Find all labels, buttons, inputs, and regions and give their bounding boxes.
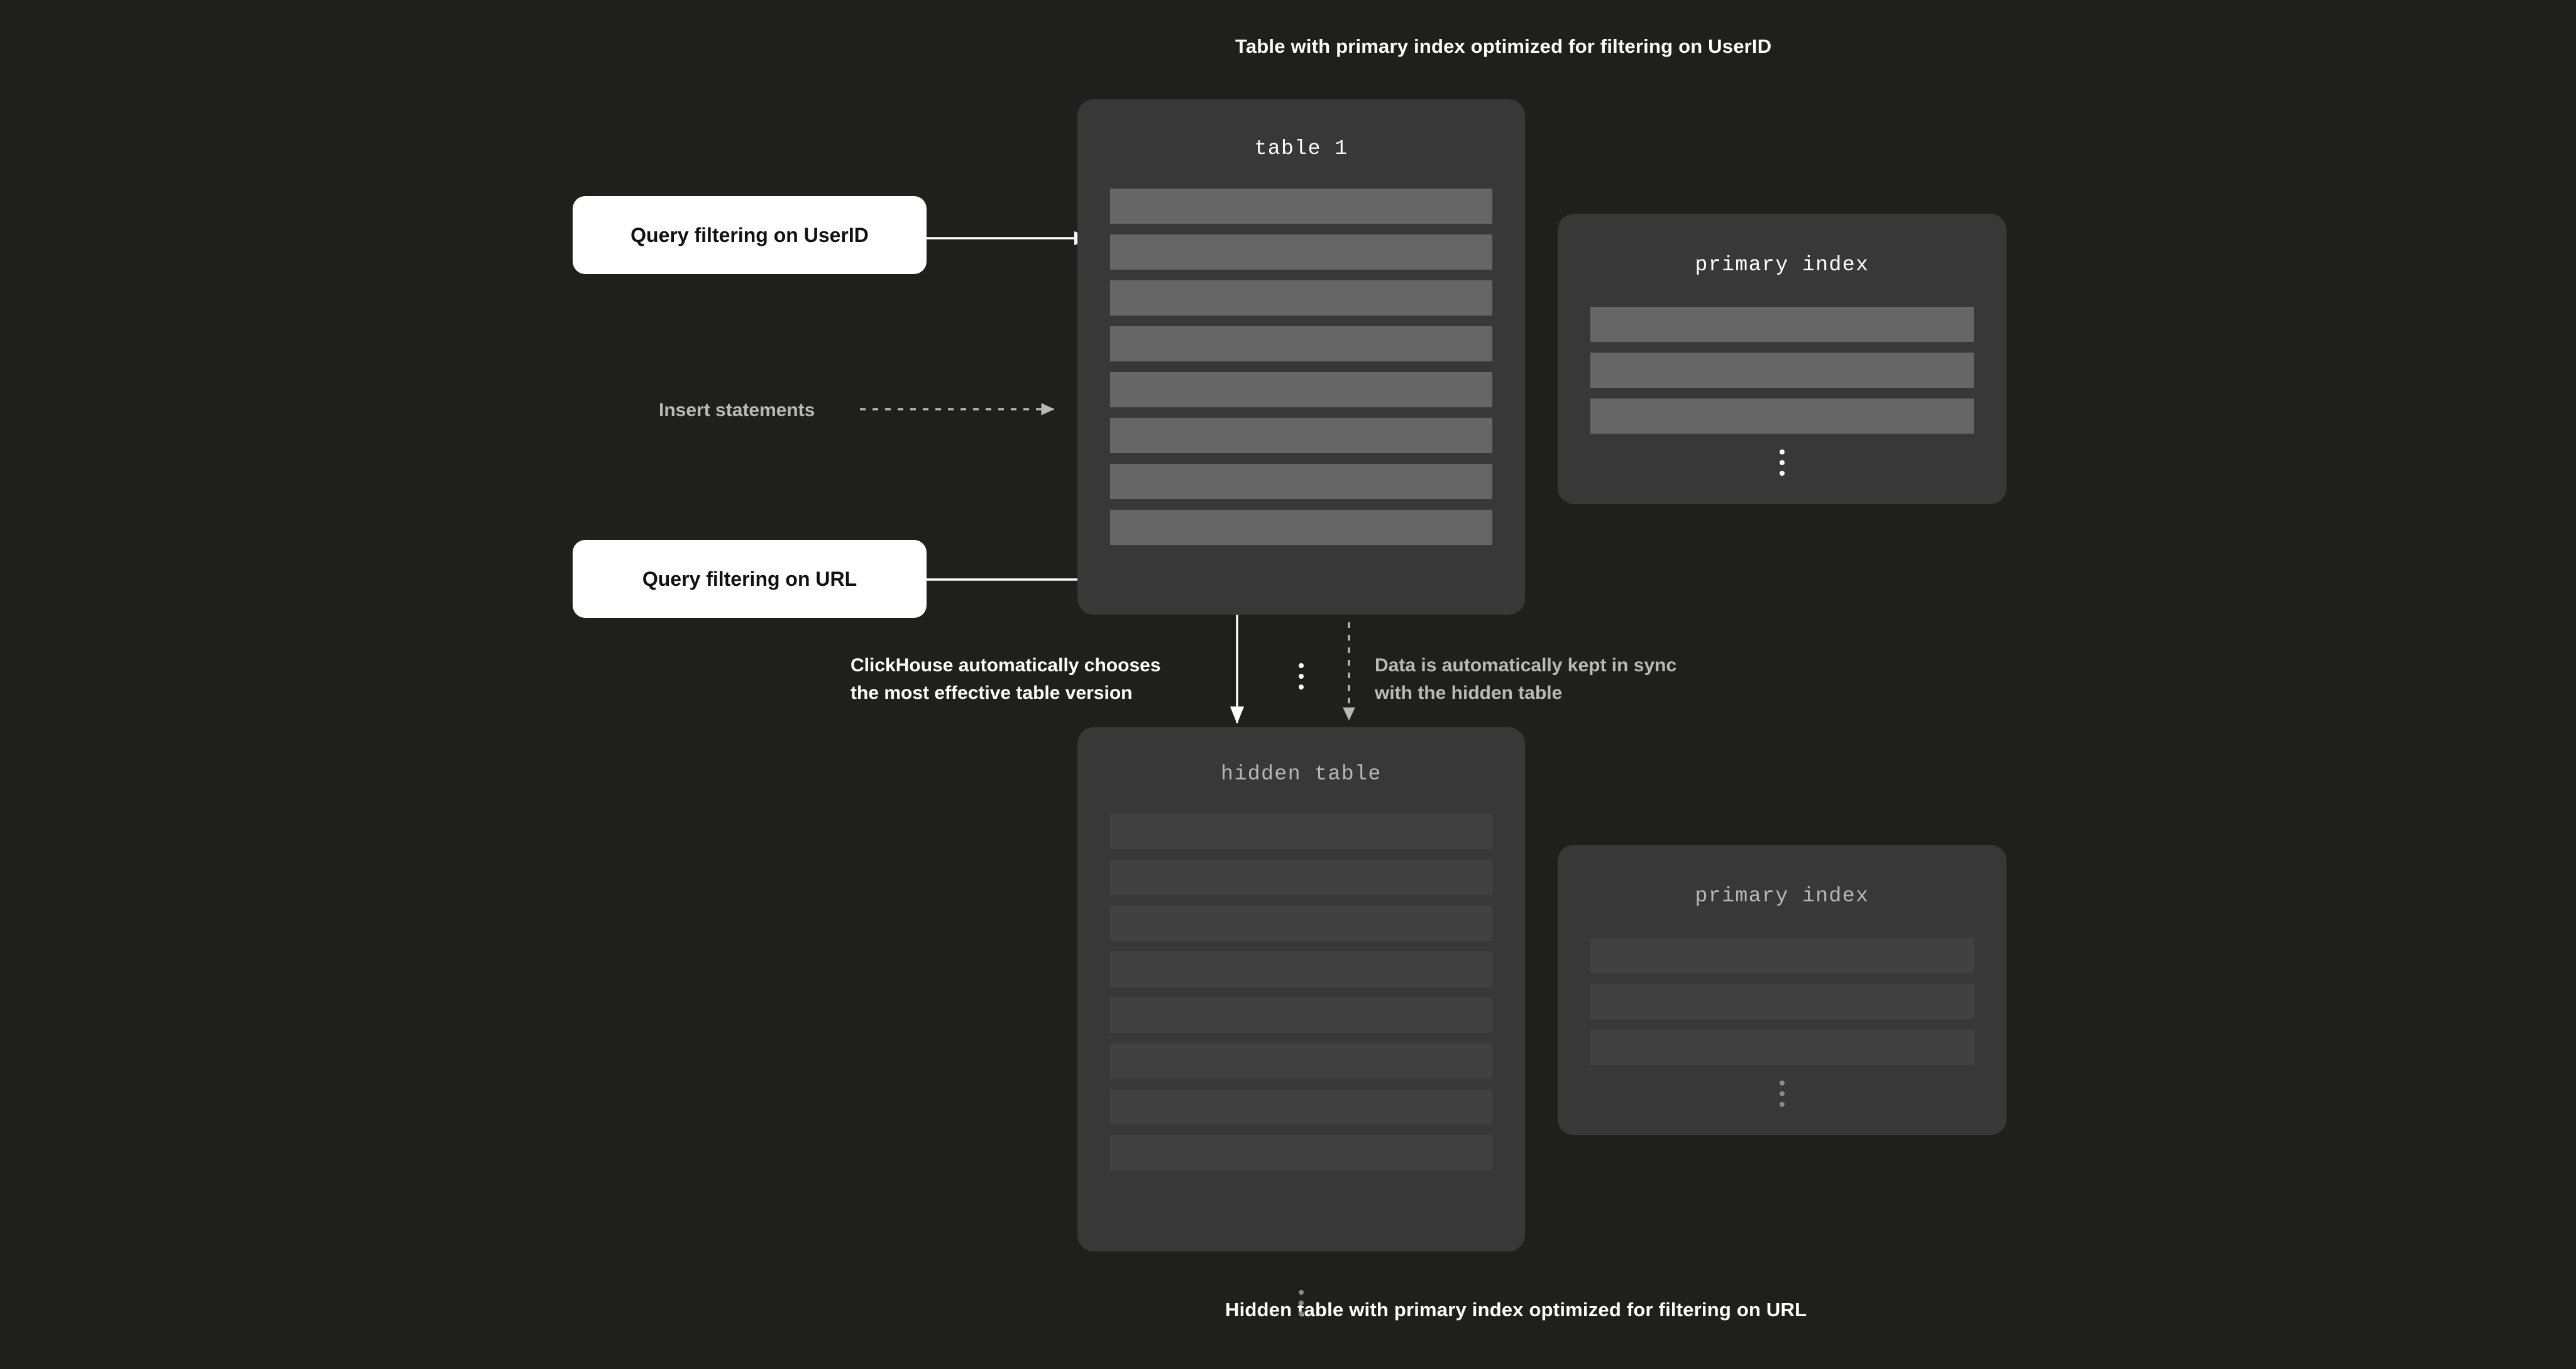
table-row xyxy=(1110,906,1492,941)
table-row xyxy=(1110,234,1492,270)
table-row xyxy=(1110,814,1492,849)
table-row xyxy=(1110,860,1492,895)
bottom-caption: Hidden table with primary index optimize… xyxy=(1225,1299,1807,1321)
vertical-ellipsis-icon xyxy=(1077,1290,1525,1316)
index-row xyxy=(1590,307,1974,342)
table-row xyxy=(1110,418,1492,453)
table-row xyxy=(1110,1135,1492,1170)
label-clickhouse-chooses: ClickHouse automatically chooses the mos… xyxy=(850,652,1161,706)
label-clickhouse-chooses-line2: the most effective table version xyxy=(850,682,1133,703)
index-card-primary[interactable]: primary index xyxy=(1558,214,2006,504)
table-card-primary[interactable]: table 1 xyxy=(1077,99,1525,690)
index-title-hidden: primary index xyxy=(1695,884,1869,908)
index-row xyxy=(1590,938,1974,973)
table-row xyxy=(1110,280,1492,316)
table-title-primary: table 1 xyxy=(1254,137,1348,160)
table-rows-primary xyxy=(1110,189,1492,556)
index-rows-hidden xyxy=(1590,938,1974,1075)
vertical-ellipsis-icon xyxy=(1077,663,1525,690)
vertical-ellipsis-icon xyxy=(1558,1080,2006,1107)
index-title-primary: primary index xyxy=(1695,253,1869,277)
index-rows-primary xyxy=(1590,307,1974,444)
table-row xyxy=(1110,372,1492,407)
label-data-sync: Data is automatically kept in sync with … xyxy=(1375,652,1676,706)
table-row xyxy=(1110,1089,1492,1124)
table-rows-hidden xyxy=(1110,814,1492,1181)
table-row xyxy=(1110,998,1492,1033)
table-row xyxy=(1110,189,1492,224)
vertical-ellipsis-icon xyxy=(1558,449,2006,476)
table-row xyxy=(1110,1043,1492,1079)
top-caption: Table with primary index optimized for f… xyxy=(1235,35,1772,57)
table-card-hidden[interactable]: hidden table xyxy=(1077,727,1525,1316)
label-clickhouse-chooses-line1: ClickHouse automatically chooses xyxy=(850,655,1161,676)
label-data-sync-line2: with the hidden table xyxy=(1375,682,1563,703)
index-row xyxy=(1590,984,1974,1019)
index-row xyxy=(1590,353,1974,388)
index-row xyxy=(1590,399,1974,434)
index-row xyxy=(1590,1030,1974,1065)
table-row xyxy=(1110,952,1492,987)
query-bubble-userid[interactable]: Query filtering on UserID xyxy=(573,196,927,274)
index-card-hidden[interactable]: primary index xyxy=(1558,845,2006,1135)
label-insert-statements: Insert statements xyxy=(659,400,815,421)
table-row xyxy=(1110,326,1492,361)
table-row xyxy=(1110,510,1492,545)
table-title-hidden: hidden table xyxy=(1221,762,1382,786)
table-row xyxy=(1110,464,1492,499)
label-data-sync-line1: Data is automatically kept in sync xyxy=(1375,655,1677,676)
query-bubble-url[interactable]: Query filtering on URL xyxy=(573,540,927,618)
